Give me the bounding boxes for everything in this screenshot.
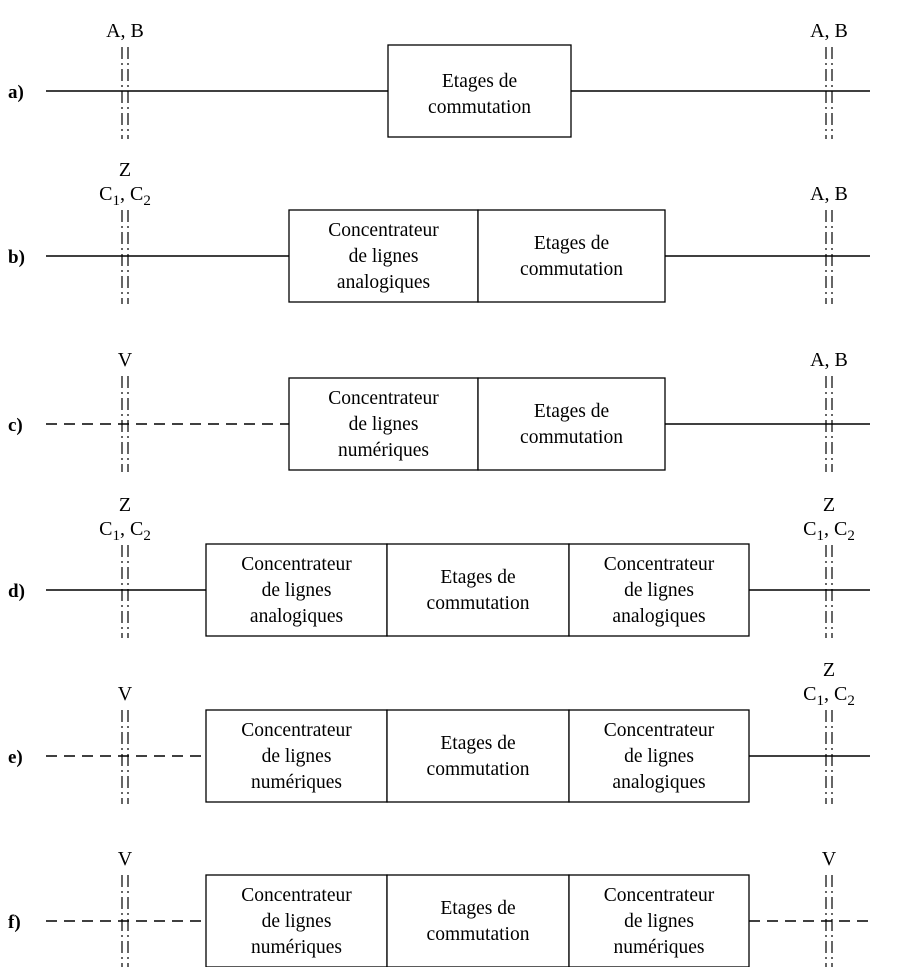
block-0: Etages de commutation xyxy=(387,44,572,138)
block-text-line: Etages de xyxy=(440,898,515,919)
right-interface-top-label: Z xyxy=(823,494,835,516)
right-interface-label: A, B xyxy=(810,20,848,42)
row-e: e) V ZC1, C2 Concentrateur de lignes numériqu… xyxy=(8,659,870,804)
block-box xyxy=(477,209,666,303)
block-text-line: Etages de xyxy=(440,567,515,588)
block-1: Etages de commutation xyxy=(386,543,570,637)
block-text-line: commutation xyxy=(520,259,623,280)
block-text-line: de lignes xyxy=(262,746,332,767)
block-text-line: de lignes xyxy=(624,580,694,601)
block-text-line: analogiques xyxy=(250,606,343,627)
block-text-line: analogiques xyxy=(612,772,705,793)
block-1: Etages de commutation xyxy=(386,709,570,803)
row-label: f) xyxy=(8,912,21,933)
block-2: Concentrateur de lignes analogiques xyxy=(568,543,750,637)
row-label: c) xyxy=(8,415,23,436)
block-text-line: de lignes xyxy=(262,911,332,932)
left-interface-label: C1, C2 xyxy=(99,183,151,209)
right-interface-label: V xyxy=(822,848,837,870)
block-text-line: Concentrateur xyxy=(328,388,439,409)
left-interface-label: A, B xyxy=(106,20,144,42)
block-0: Concentrateur de lignes analogiques xyxy=(205,543,388,637)
block-box xyxy=(568,709,750,803)
block-text-line: numériques xyxy=(614,937,705,958)
block-box xyxy=(386,709,570,803)
block-text-line: de lignes xyxy=(624,911,694,932)
block-text-line: Concentrateur xyxy=(241,554,352,575)
block-text-line: Concentrateur xyxy=(604,554,715,575)
block-text-line: Concentrateur xyxy=(604,885,715,906)
block-text-line: numériques xyxy=(251,772,342,793)
block-box xyxy=(288,209,479,303)
row-c: c) V A, B Concentrateur de lignes numériques E… xyxy=(8,349,870,472)
row-f: f) V V Concentrateur de lignes numériques Etag… xyxy=(8,848,870,967)
right-interface-label: C1, C2 xyxy=(803,518,855,544)
block-text-line: commutation xyxy=(427,759,530,780)
block-1: Etages de commutation xyxy=(386,874,570,967)
block-1: Etages de commutation xyxy=(477,377,666,471)
row-label: d) xyxy=(8,581,25,602)
right-interface-label: A, B xyxy=(810,183,848,205)
row-label: b) xyxy=(8,247,25,268)
block-text-line: Concentrateur xyxy=(328,220,439,241)
block-0: Concentrateur de lignes numériques xyxy=(288,377,479,471)
left-interface-top-label: Z xyxy=(119,159,131,181)
block-text-line: Concentrateur xyxy=(241,720,352,741)
block-0: Concentrateur de lignes analogiques xyxy=(288,209,479,303)
row-label: e) xyxy=(8,747,23,768)
right-interface-label: C1, C2 xyxy=(803,683,855,709)
block-text-line: de lignes xyxy=(624,746,694,767)
block-text-line: de lignes xyxy=(349,414,419,435)
block-0: Concentrateur de lignes numériques xyxy=(205,709,388,803)
row-label: a) xyxy=(8,82,24,103)
block-box xyxy=(568,874,750,967)
block-text-line: Etages de xyxy=(442,71,517,92)
block-box xyxy=(386,874,570,967)
block-text-line: numériques xyxy=(251,937,342,958)
row-a: a) A, B A, B Etages de commutation xyxy=(8,20,870,139)
block-text-line: Concentrateur xyxy=(241,885,352,906)
right-interface-label: A, B xyxy=(810,349,848,371)
block-text-line: de lignes xyxy=(262,580,332,601)
block-2: Concentrateur de lignes analogiques xyxy=(568,709,750,803)
left-interface-top-label: Z xyxy=(119,494,131,516)
right-interface-top-label: Z xyxy=(823,659,835,681)
block-1: Etages de commutation xyxy=(477,209,666,303)
row-b: b) ZC1, C2 A, B Concentrateur de lignes analo… xyxy=(8,159,870,304)
block-text-line: commutation xyxy=(428,97,531,118)
left-interface-label: V xyxy=(118,349,133,371)
block-box xyxy=(568,543,750,637)
block-box xyxy=(386,543,570,637)
block-box xyxy=(205,709,388,803)
block-text-line: commutation xyxy=(427,593,530,614)
block-0: Concentrateur de lignes numériques xyxy=(205,874,388,967)
left-interface-label: V xyxy=(118,848,133,870)
left-interface-label: V xyxy=(118,683,133,705)
block-text-line: numériques xyxy=(338,440,429,461)
block-text-line: Concentrateur xyxy=(604,720,715,741)
block-box xyxy=(387,44,572,138)
left-interface-label: C1, C2 xyxy=(99,518,151,544)
block-2: Concentrateur de lignes numériques xyxy=(568,874,750,967)
block-text-line: Etages de xyxy=(440,733,515,754)
block-text-line: de lignes xyxy=(349,246,419,267)
block-text-line: Etages de xyxy=(534,401,609,422)
block-text-line: Etages de xyxy=(534,233,609,254)
block-text-line: analogiques xyxy=(337,272,430,293)
block-box xyxy=(477,377,666,471)
block-box xyxy=(205,874,388,967)
block-text-line: analogiques xyxy=(612,606,705,627)
block-text-line: commutation xyxy=(520,427,623,448)
block-text-line: commutation xyxy=(427,924,530,945)
